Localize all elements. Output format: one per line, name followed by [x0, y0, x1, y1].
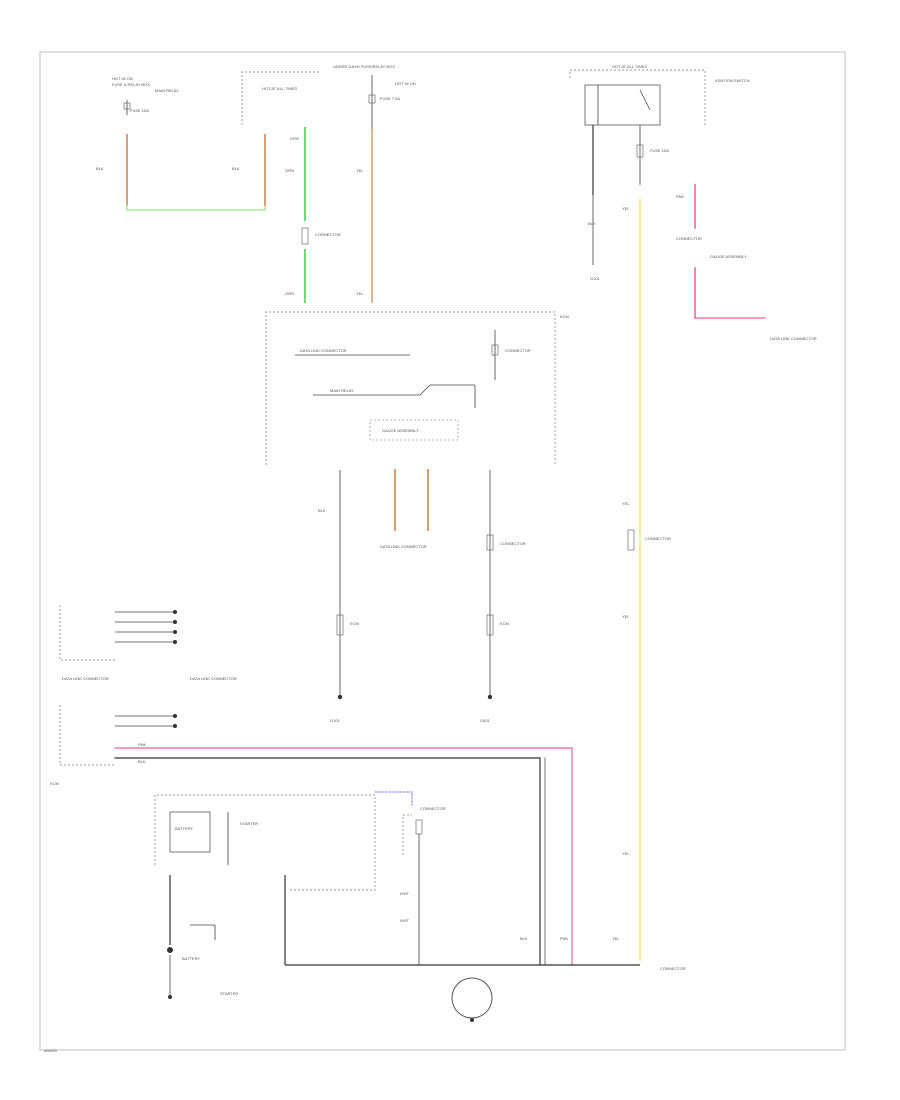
label-battery-2: BATTERY — [182, 956, 200, 961]
label-under-dash-box: UNDER-DASH FUSE/RELAY BOX — [333, 64, 395, 69]
label-wire-yel-6: YEL — [622, 851, 630, 856]
label-fuse-3: FUSE 15A — [650, 148, 669, 153]
label-fuse-box: FUSE & RELAY BOX — [112, 82, 150, 87]
label-wire-blk-5: BLK — [138, 759, 146, 764]
blue-connector: CONNECTOR WHT WHT — [374, 791, 446, 965]
middle-connectors: BLK DATA LINK CONNECTOR CONNECTOR ECM EC… — [318, 469, 526, 723]
battery-starter-block: BATTERY STARTER BATTERY STARTER — [154, 794, 376, 999]
label-main-relay-2: MAIN RELAY — [330, 388, 354, 393]
center-fuse-circuit: FUSE 7.5A HOT IN ON YEL YEL — [356, 75, 416, 303]
label-data-link: DATA LINK CONNECTOR — [300, 348, 347, 353]
label-ecm-3: ECM — [500, 621, 509, 626]
bottom-bus: CONNECTOR YEL — [285, 936, 686, 1022]
label-hot-in-on: HOT IN ON — [112, 76, 133, 81]
label-ground-mid-2: G401 — [480, 718, 491, 723]
left-connector-stack: DATA LINK CONNECTOR DATA LINK CONNECTOR … — [50, 605, 237, 786]
label-starter: STARTER — [240, 821, 258, 826]
label-wire-blk-3: BLK — [588, 221, 596, 226]
label-ecm-left: ECM — [50, 781, 59, 786]
label-wire-grn-2: GRN — [285, 168, 294, 173]
label-wire-blk-1: BLK — [96, 166, 104, 171]
label-dlc-mid: DATA LINK CONNECTOR — [380, 544, 427, 549]
yellow-wire-circuit: YEL YEL CONNECTOR YEL YEL — [622, 198, 671, 962]
label-wire-yel-5: YEL — [622, 614, 630, 619]
label-fuse-15a: FUSE 15A — [130, 108, 149, 113]
label-wire-blk-2: BLK — [232, 166, 240, 171]
label-gauge-2: GAUGE ASSEMBLY — [710, 254, 747, 259]
label-wire-yel-2: YEL — [356, 291, 364, 296]
label-ignition-switch: IGNITION SWITCH — [715, 78, 750, 83]
label-hot-at-all-times: HOT AT ALL TIMES — [262, 86, 297, 91]
label-wire-yel-1: YEL — [356, 168, 364, 173]
label-gauge: GAUGE ASSEMBLY — [382, 428, 419, 433]
top-left-circuit: HOT IN ON FUSE & RELAY BOX FUSE 15A MAIN… — [96, 64, 395, 211]
label-wire-yel-3: YEL — [622, 206, 630, 211]
label-wire-grn-1: GRN — [290, 136, 299, 141]
label-battery: BATTERY — [175, 826, 193, 831]
label-wire-pnk-2: PNK — [138, 742, 147, 747]
label-connector-6: CONNECTOR — [420, 806, 446, 811]
green-wire-circuit: GRN GRN GRN CONNECTOR — [285, 127, 341, 303]
label-wire-pnk-1: PNK — [676, 194, 685, 199]
label-connector-5: CONNECTOR — [500, 541, 526, 546]
label-ecm: ECM — [560, 314, 569, 319]
lower-wire-runs: PNK BLK BLK PNK — [114, 742, 573, 966]
diagram-border — [39, 51, 846, 1051]
label-wire-yel-7: YEL — [612, 936, 620, 941]
label-fuse-7-5a: FUSE 7.5A — [380, 96, 400, 101]
label-dlc-left-2: DATA LINK CONNECTOR — [190, 676, 237, 681]
label-wire-wht-1: WHT — [400, 891, 410, 896]
label-connector-1: CONNECTOR — [315, 232, 341, 237]
label-ground-mid-1: G101 — [330, 718, 341, 723]
label-wire-grn-3: GRN — [285, 291, 294, 296]
label-hot-at-all-2: HOT AT ALL TIMES — [612, 64, 647, 69]
label-ground-top: G101 — [590, 276, 601, 281]
label-hot-in-on-2: HOT IN ON — [395, 81, 416, 86]
label-dlc-left: DATA LINK CONNECTOR — [62, 676, 109, 681]
pink-wire-circuit: PNK CONNECTOR GAUGE ASSEMBLY DATA LINK C… — [676, 184, 817, 341]
label-wire-yel-4: YEL — [622, 501, 630, 506]
label-connector-2: CONNECTOR — [505, 348, 531, 353]
ecm-module: ECM DATA LINK CONNECTOR MAIN RELAY GAUGE… — [265, 311, 569, 465]
label-wire-wht-2: WHT — [400, 918, 410, 923]
ignition-switch-block: HOT AT ALL TIMES IGNITION SWITCH BLK G10… — [569, 64, 750, 281]
label-ecm-2: ECM — [350, 621, 359, 626]
label-connector-4: CONNECTOR — [645, 536, 671, 541]
label-wire-blk-4: BLK — [318, 508, 326, 513]
label-data-link-2: DATA LINK CONNECTOR — [770, 336, 817, 341]
footer-code: W0000 — [44, 1048, 57, 1053]
label-wire-pnk-3: PNK — [560, 936, 569, 941]
label-connector-7: CONNECTOR — [660, 966, 686, 971]
label-main-relay: MAIN RELAY — [155, 88, 179, 93]
label-wire-blk-6: BLK — [520, 936, 528, 941]
label-starter-2: STARTER — [220, 991, 238, 996]
label-connector-3: CONNECTOR — [676, 236, 702, 241]
